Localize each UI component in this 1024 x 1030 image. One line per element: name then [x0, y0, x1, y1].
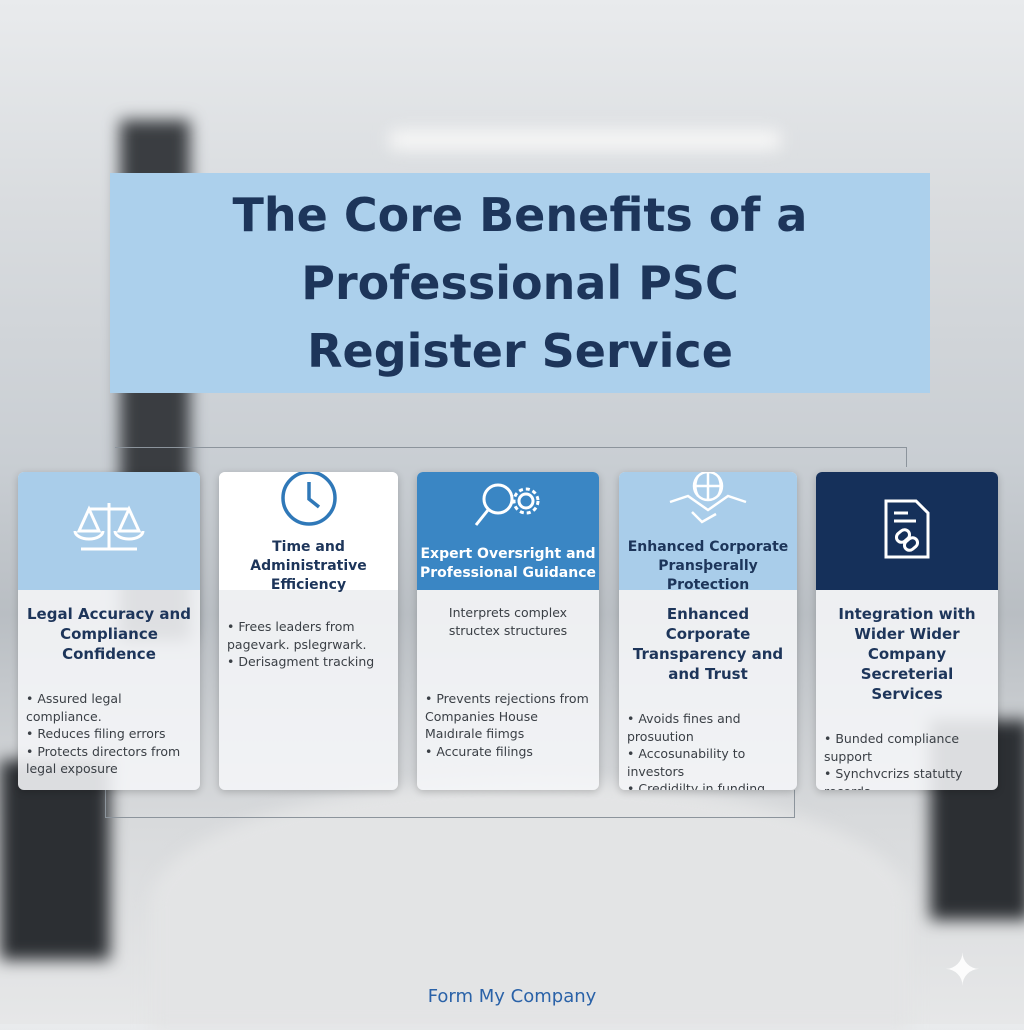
- card-header-text: Expert Oversright and Professional Guida…: [419, 546, 597, 581]
- card-body: Frees leaders from pagevark. pslegrwark.…: [219, 590, 398, 685]
- bullet-list: Prevents rejections from Companies House…: [425, 690, 591, 760]
- footer-brand: Form My Company: [427, 986, 597, 1007]
- bullet-item: Accosunability to investors: [627, 745, 789, 780]
- card-body: Legal Accuracy and Compliance Confidence…: [18, 590, 200, 790]
- benefit-card: Expert Oversright and Professional Guida…: [417, 472, 599, 790]
- benefit-card: Time and Administrative EfficiencyFrees …: [219, 472, 398, 790]
- bullet-list: Assured legal compliance.Reduces filing …: [26, 690, 192, 778]
- clock-icon: [279, 472, 339, 532]
- card-body: Enhanced Corporate Transparency and and …: [619, 590, 797, 790]
- bullet-item: Synchvcrizs statutty records: [824, 765, 990, 790]
- bullet-item: Protects directors from legal exposure: [26, 743, 192, 778]
- card-header: [18, 472, 200, 590]
- card-subtitle: Interprets complex structex structures: [448, 605, 568, 638]
- card-title: Enhanced Corporate Transparency and and …: [632, 605, 784, 683]
- magnifier-gear-icon: [470, 479, 546, 539]
- sparkle-icon: ✦: [944, 945, 981, 996]
- background-ceiling-light: [390, 130, 780, 150]
- bullet-item: Credidilty in funding rounds: [627, 780, 789, 790]
- bullet-list: Avoids fines and prosuutionAccosunabilit…: [627, 710, 789, 790]
- card-header: Expert Oversright and Professional Guida…: [417, 472, 599, 590]
- title-banner: The Core Benefits of a Professional PSC …: [110, 173, 930, 393]
- card-header-text: Time and Administrative Efficiency: [250, 538, 367, 593]
- bullet-item: Reduces filing errors: [26, 725, 192, 743]
- card-title: Integration with Wider Wider Company Sec…: [838, 605, 976, 703]
- bullet-item: Accurate filings: [425, 743, 591, 761]
- bullet-item: Prevents rejections from Companies House…: [425, 690, 591, 743]
- benefit-card: Enhanced Corporate Pransþerally Protecti…: [619, 472, 797, 790]
- bullet-item: Derisagment tracking: [227, 653, 390, 671]
- bullet-item: Frees leaders from pagevark. pslegrwark.: [227, 618, 390, 653]
- bullet-list: Frees leaders from pagevark. pslegrwark.…: [227, 618, 390, 671]
- connector-top: [115, 447, 907, 467]
- card-title: Legal Accuracy and Compliance Confidence: [27, 605, 191, 663]
- bullet-item: Bunded compliance support: [824, 730, 990, 765]
- card-body: Interprets complex structex structuresPr…: [417, 590, 599, 774]
- benefit-card: Legal Accuracy and Compliance Confidence…: [18, 472, 200, 790]
- bullet-list: Bunded compliance supportSynchvcrizs sta…: [824, 730, 990, 790]
- document-link-icon: [880, 497, 934, 565]
- bullet-item: Avoids fines and prosuution: [627, 710, 789, 745]
- page-title: The Core Benefits of a Professional PSC …: [232, 188, 808, 378]
- background-table: [150, 780, 910, 1030]
- globe-handshake-icon: [666, 472, 750, 532]
- connector-bottom: [105, 790, 795, 818]
- background-chair: [0, 760, 110, 960]
- card-header: [816, 472, 998, 590]
- benefit-card: Integration with Wider Wider Company Sec…: [816, 472, 998, 790]
- card-body: Integration with Wider Wider Company Sec…: [816, 590, 998, 790]
- scales-icon: [67, 497, 151, 565]
- card-header: Enhanced Corporate Pransþerally Protecti…: [619, 472, 797, 593]
- bullet-item: Assured legal compliance.: [26, 690, 192, 725]
- card-header-text: Enhanced Corporate Pransþerally Protecti…: [627, 538, 789, 593]
- card-header: Time and Administrative Efficiency: [219, 472, 398, 593]
